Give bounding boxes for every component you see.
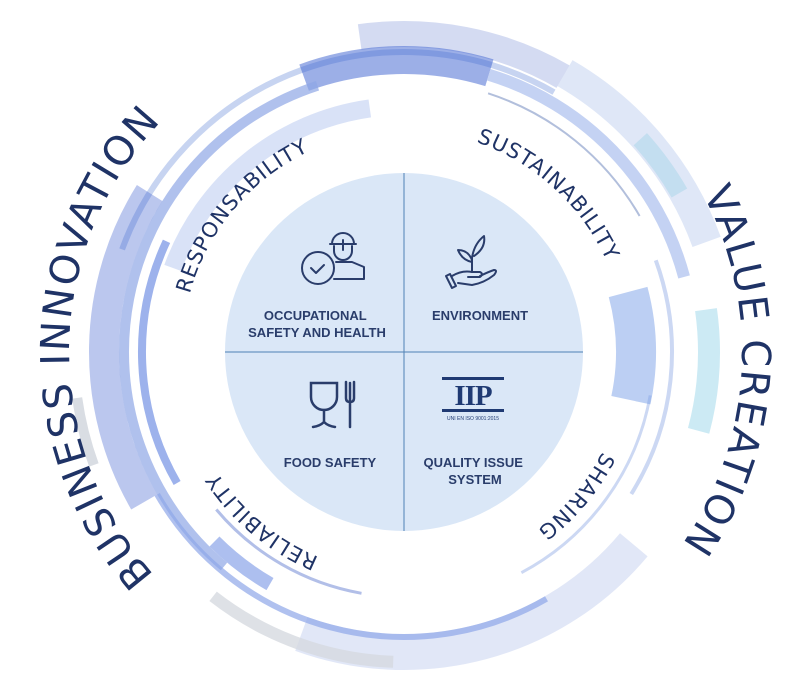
- decorative-arc: [154, 492, 548, 640]
- decorative-arc: [215, 508, 362, 595]
- decorative-arc: [487, 68, 690, 279]
- label-line: QUALITY ISSUE: [423, 455, 523, 470]
- label-environment: ENVIRONMENT: [432, 308, 528, 323]
- decorative-arc: [295, 533, 648, 670]
- decorative-arc: [608, 286, 656, 405]
- decorative-arc: [119, 80, 320, 571]
- plant-in-hand-icon: [445, 235, 497, 289]
- label-quality-issue-system: QUALITY ISSUE SYSTEM: [423, 455, 526, 487]
- decorative-arc: [209, 536, 274, 591]
- svg-text:IIP: IIP: [454, 380, 492, 412]
- decorative-arc: [89, 185, 163, 510]
- glass-fork-icon: [309, 380, 356, 429]
- label-occupational-safety: OCCUPATIONAL SAFETY AND HEALTH: [248, 308, 386, 340]
- decorative-arc: [209, 591, 394, 668]
- decorative-arc: [487, 92, 641, 217]
- decorative-arc: [138, 239, 181, 485]
- decorative-arc: [357, 21, 570, 88]
- decorative-arc: [164, 99, 372, 271]
- decorative-arc: [629, 259, 674, 496]
- decorative-arc: [687, 308, 720, 434]
- decorative-arc: [299, 46, 494, 91]
- decorative-arcs: [72, 21, 721, 670]
- decorative-arc: [520, 395, 652, 575]
- svg-text:UNI EN ISO 9001:2015: UNI EN ISO 9001:2015: [447, 416, 499, 422]
- decorative-arc: [633, 133, 688, 198]
- decorative-arc: [72, 397, 99, 467]
- label-line: SYSTEM: [448, 472, 501, 487]
- iip-logo: IIP UNI EN ISO 9001:2015: [442, 377, 504, 422]
- label-line: OCCUPATIONAL: [264, 308, 367, 323]
- label-line: SAFETY AND HEALTH: [248, 325, 386, 340]
- worker-safety-icon: [301, 232, 365, 285]
- label-food-safety: FOOD SAFETY: [284, 455, 377, 470]
